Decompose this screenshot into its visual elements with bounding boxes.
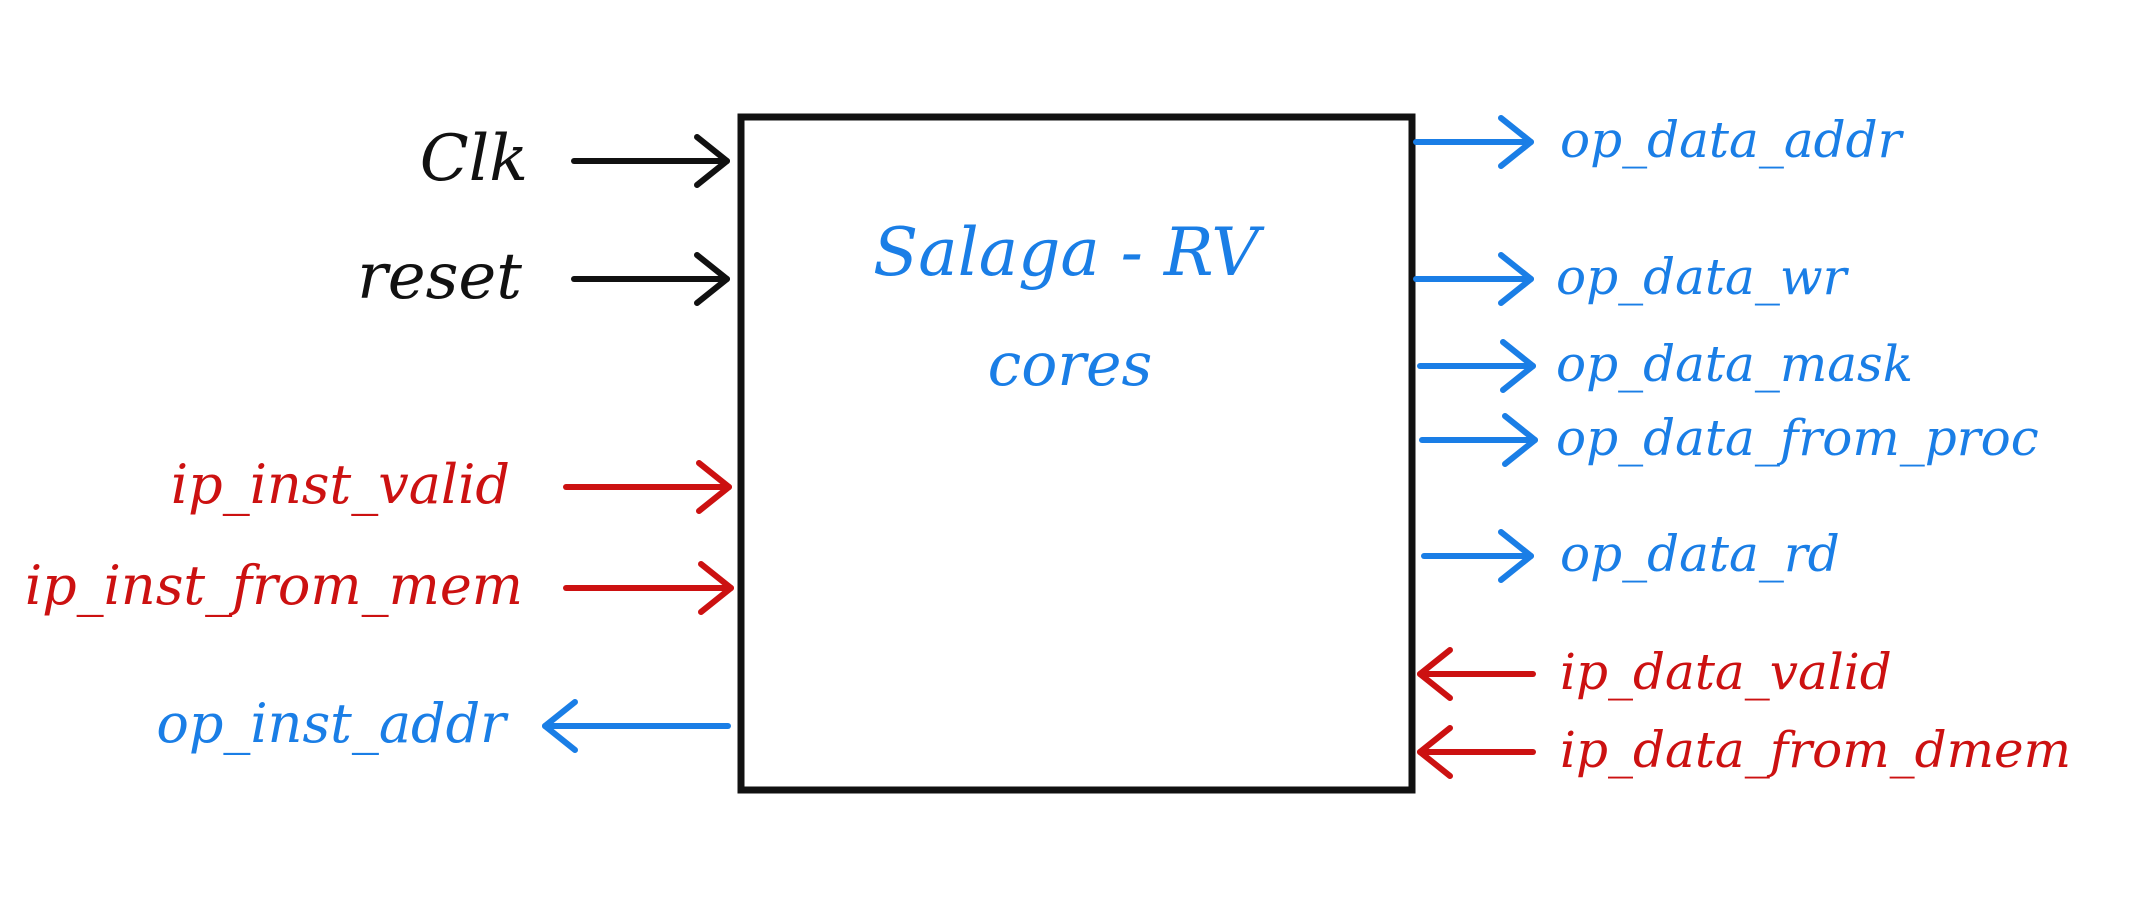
- port-arrowhead: [1498, 252, 1534, 306]
- port-label: ip_data_valid: [1560, 643, 1892, 701]
- port-arrowhead: [1417, 647, 1453, 701]
- port-arrowhead: [698, 561, 734, 615]
- port-reset: reset: [357, 240, 730, 314]
- port-op-data-from-proc: op_data_from_proc: [1419, 409, 2039, 467]
- port-op-data-rd: op_data_rd: [1421, 525, 1840, 583]
- port-arrowhead: [1498, 115, 1534, 169]
- port-label: op_inst_addr: [156, 692, 509, 755]
- core-box: [737, 113, 1416, 794]
- port-arrowhead: [696, 460, 732, 514]
- core-subtitle: cores: [988, 330, 1153, 400]
- port-label: Clk: [420, 122, 528, 196]
- port-label: op_data_mask: [1556, 335, 1913, 393]
- port-arrowhead: [542, 699, 578, 753]
- port-op-data-addr: op_data_addr: [1413, 111, 1905, 169]
- port-op-data-mask: op_data_mask: [1417, 335, 1913, 393]
- core-title: Salaga - RV: [873, 214, 1265, 291]
- port-ip-inst-from-mem: ip_inst_from_mem: [25, 554, 734, 617]
- port-ip-data-valid: ip_data_valid: [1417, 643, 1892, 701]
- port-clk: Clk: [420, 122, 730, 196]
- port-ip-inst-valid: ip_inst_valid: [171, 453, 732, 516]
- port-label: op_data_rd: [1560, 525, 1840, 583]
- port-ip-data-from-dmem: ip_data_from_dmem: [1417, 721, 2071, 779]
- port-arrowhead: [694, 252, 730, 306]
- port-op-data-wr: op_data_wr: [1413, 248, 1850, 306]
- port-label: op_data_addr: [1560, 111, 1905, 169]
- port-label: reset: [357, 240, 522, 314]
- port-label: op_data_wr: [1556, 248, 1850, 306]
- port-label: op_data_from_proc: [1556, 409, 2039, 467]
- port-label: ip_inst_valid: [171, 453, 510, 516]
- port-arrowhead: [1498, 529, 1534, 583]
- port-label: ip_data_from_dmem: [1560, 721, 2071, 779]
- port-arrowhead: [694, 134, 730, 188]
- port-op-inst-addr: op_inst_addr: [156, 692, 731, 755]
- port-arrowhead: [1417, 725, 1453, 779]
- ports-layer: Clk reset ip_inst_valid ip_inst_from_mem op_…: [25, 111, 2071, 779]
- port-label: ip_inst_from_mem: [25, 554, 523, 617]
- port-arrowhead: [1502, 413, 1538, 467]
- port-arrowhead: [1500, 339, 1536, 393]
